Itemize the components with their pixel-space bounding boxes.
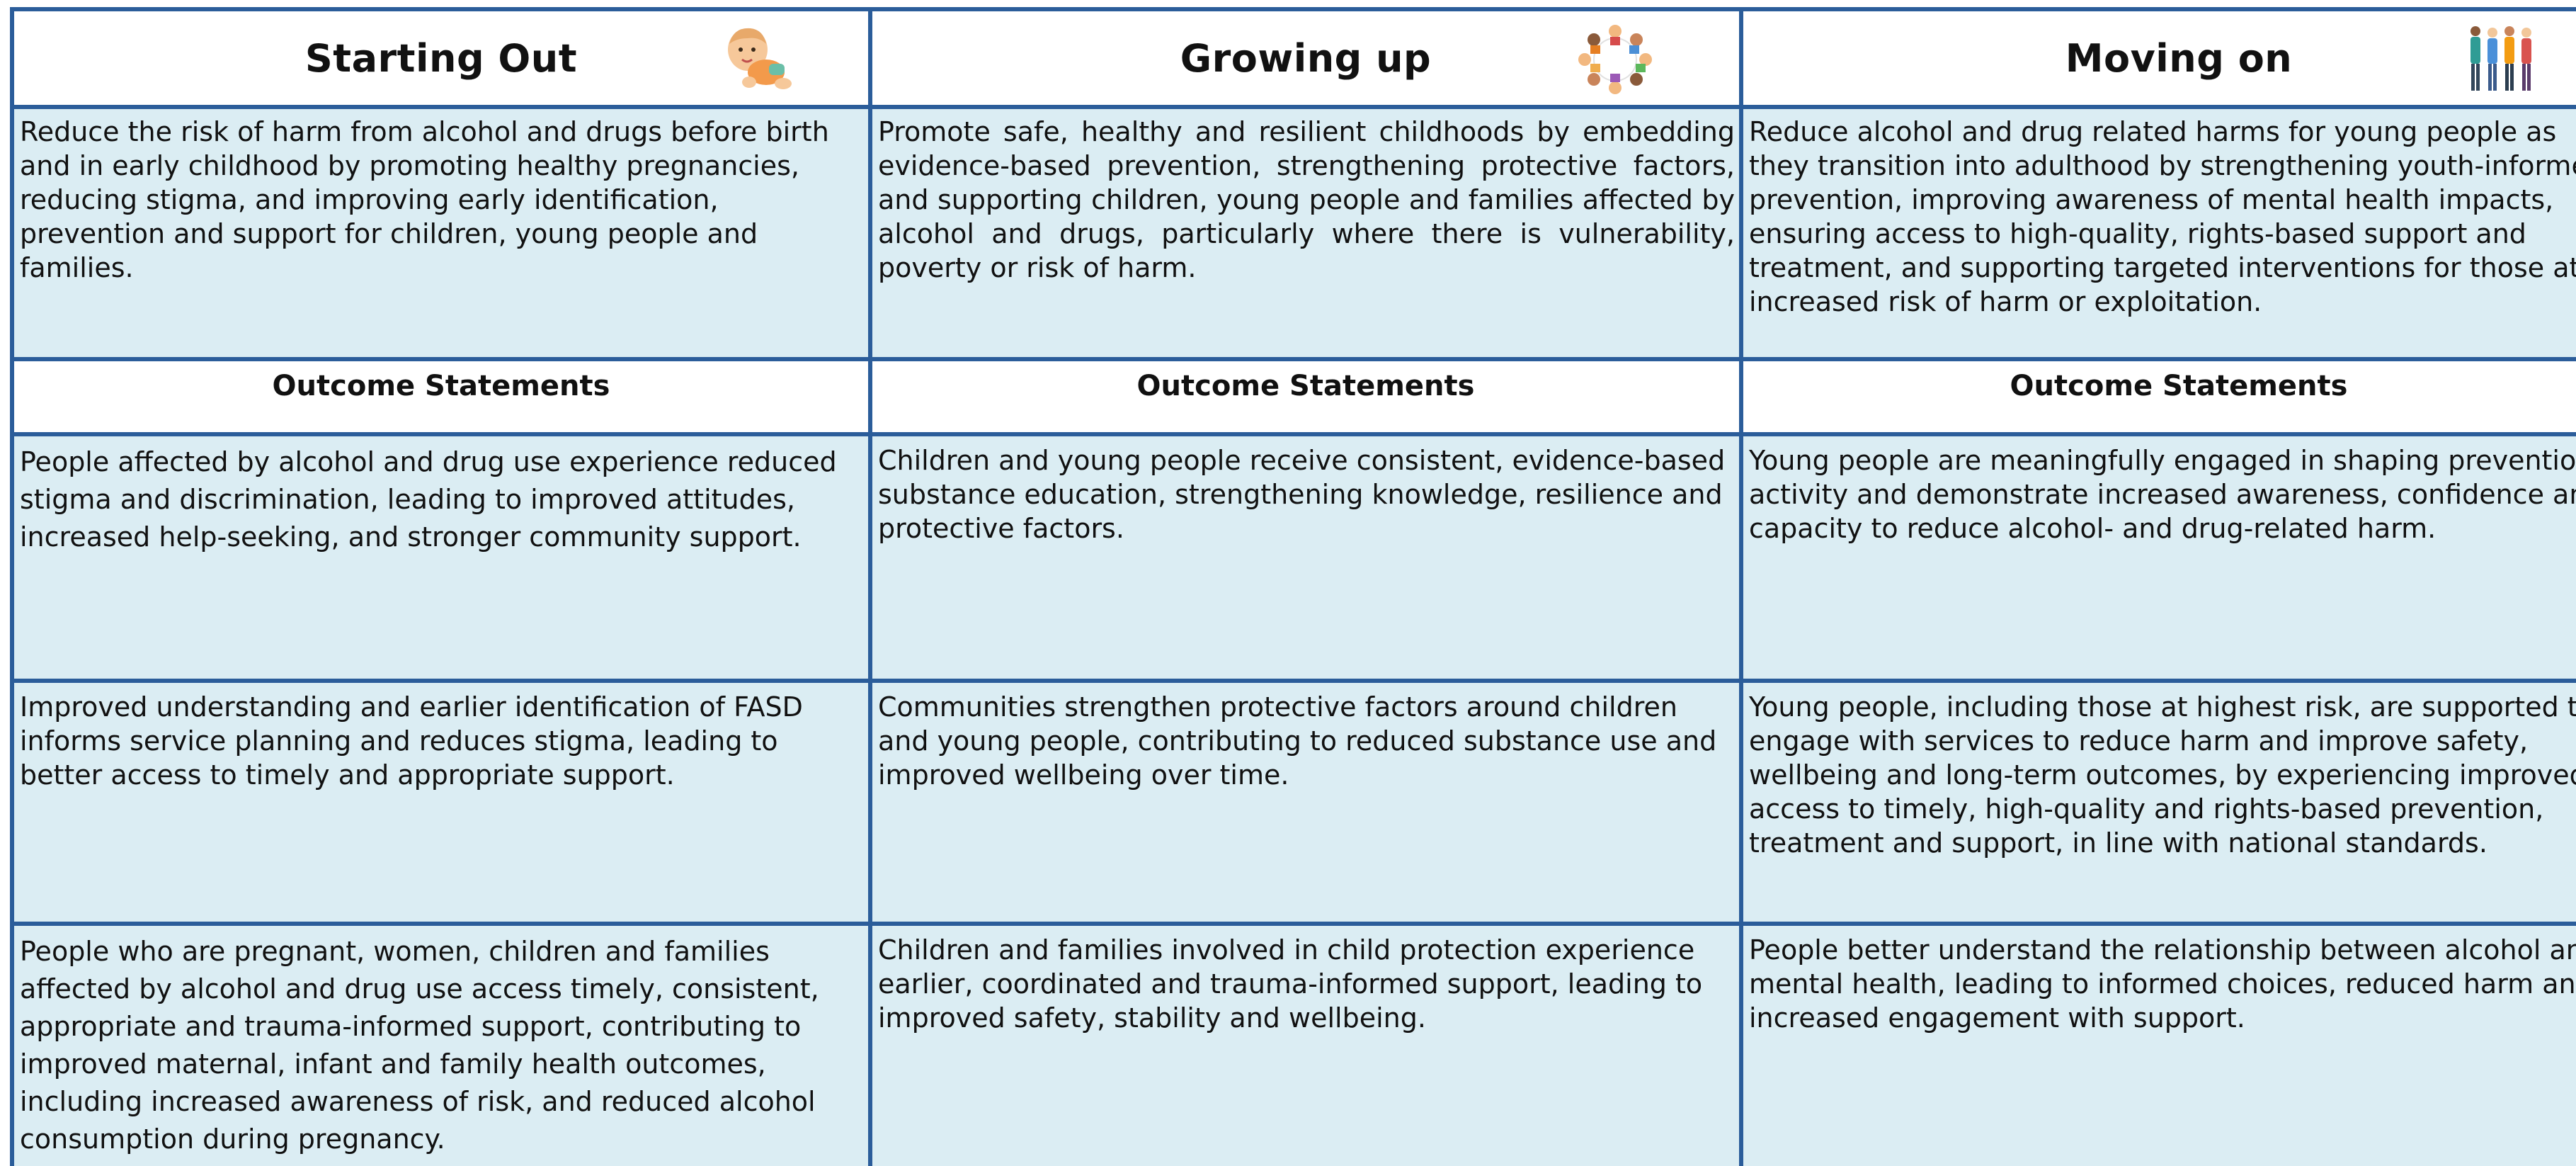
outcome-heading-starting-out: Outcome Statements — [14, 361, 868, 432]
outcome-moving-on-3: People better understand the relationshi… — [1743, 926, 2576, 1166]
outcome-starting-out-3: People who are pregnant, women, children… — [14, 926, 868, 1166]
young-people-group-icon — [2470, 26, 2531, 91]
outcomes-table: Starting Out Growing up — [10, 7, 2576, 1166]
outcome-heading-label: Outcome Statements — [1136, 370, 1475, 402]
baby-icon — [728, 28, 792, 89]
intro-moving-on: Reduce alcohol and drug related harms fo… — [1743, 109, 2576, 357]
column-title: Starting Out — [304, 35, 578, 81]
outcome-heading-label: Outcome Statements — [2010, 370, 2348, 402]
outcome-starting-out-1: People affected by alcohol and drug use … — [14, 436, 868, 679]
intro-growing-up: Promote safe, healthy and resilient chil… — [872, 109, 1739, 357]
column-header-moving-on: Moving on — [1743, 11, 2576, 105]
outcome-moving-on-1: Young people are meaningfully engaged in… — [1743, 436, 2576, 679]
outcome-heading-moving-on: Outcome Statements — [1743, 361, 2576, 432]
outcome-starting-out-2: Improved understanding and earlier ident… — [14, 683, 868, 922]
outcome-growing-up-3: Children and families involved in child … — [872, 926, 1739, 1166]
column-header-growing-up: Growing up — [872, 11, 1739, 105]
outcome-moving-on-2: Young people, including those at highest… — [1743, 683, 2576, 922]
outcome-heading-growing-up: Outcome Statements — [872, 361, 1739, 432]
column-title: Moving on — [2065, 35, 2293, 81]
outcome-growing-up-2: Communities strengthen protective factor… — [872, 683, 1739, 922]
outcome-heading-label: Outcome Statements — [272, 370, 610, 402]
column-header-starting-out: Starting Out — [14, 11, 868, 105]
intro-starting-out: Reduce the risk of harm from alcohol and… — [14, 109, 868, 357]
column-title: Growing up — [1180, 35, 1432, 81]
children-circle-icon — [1578, 25, 1652, 94]
outcome-growing-up-1: Children and young people receive consis… — [872, 436, 1739, 679]
